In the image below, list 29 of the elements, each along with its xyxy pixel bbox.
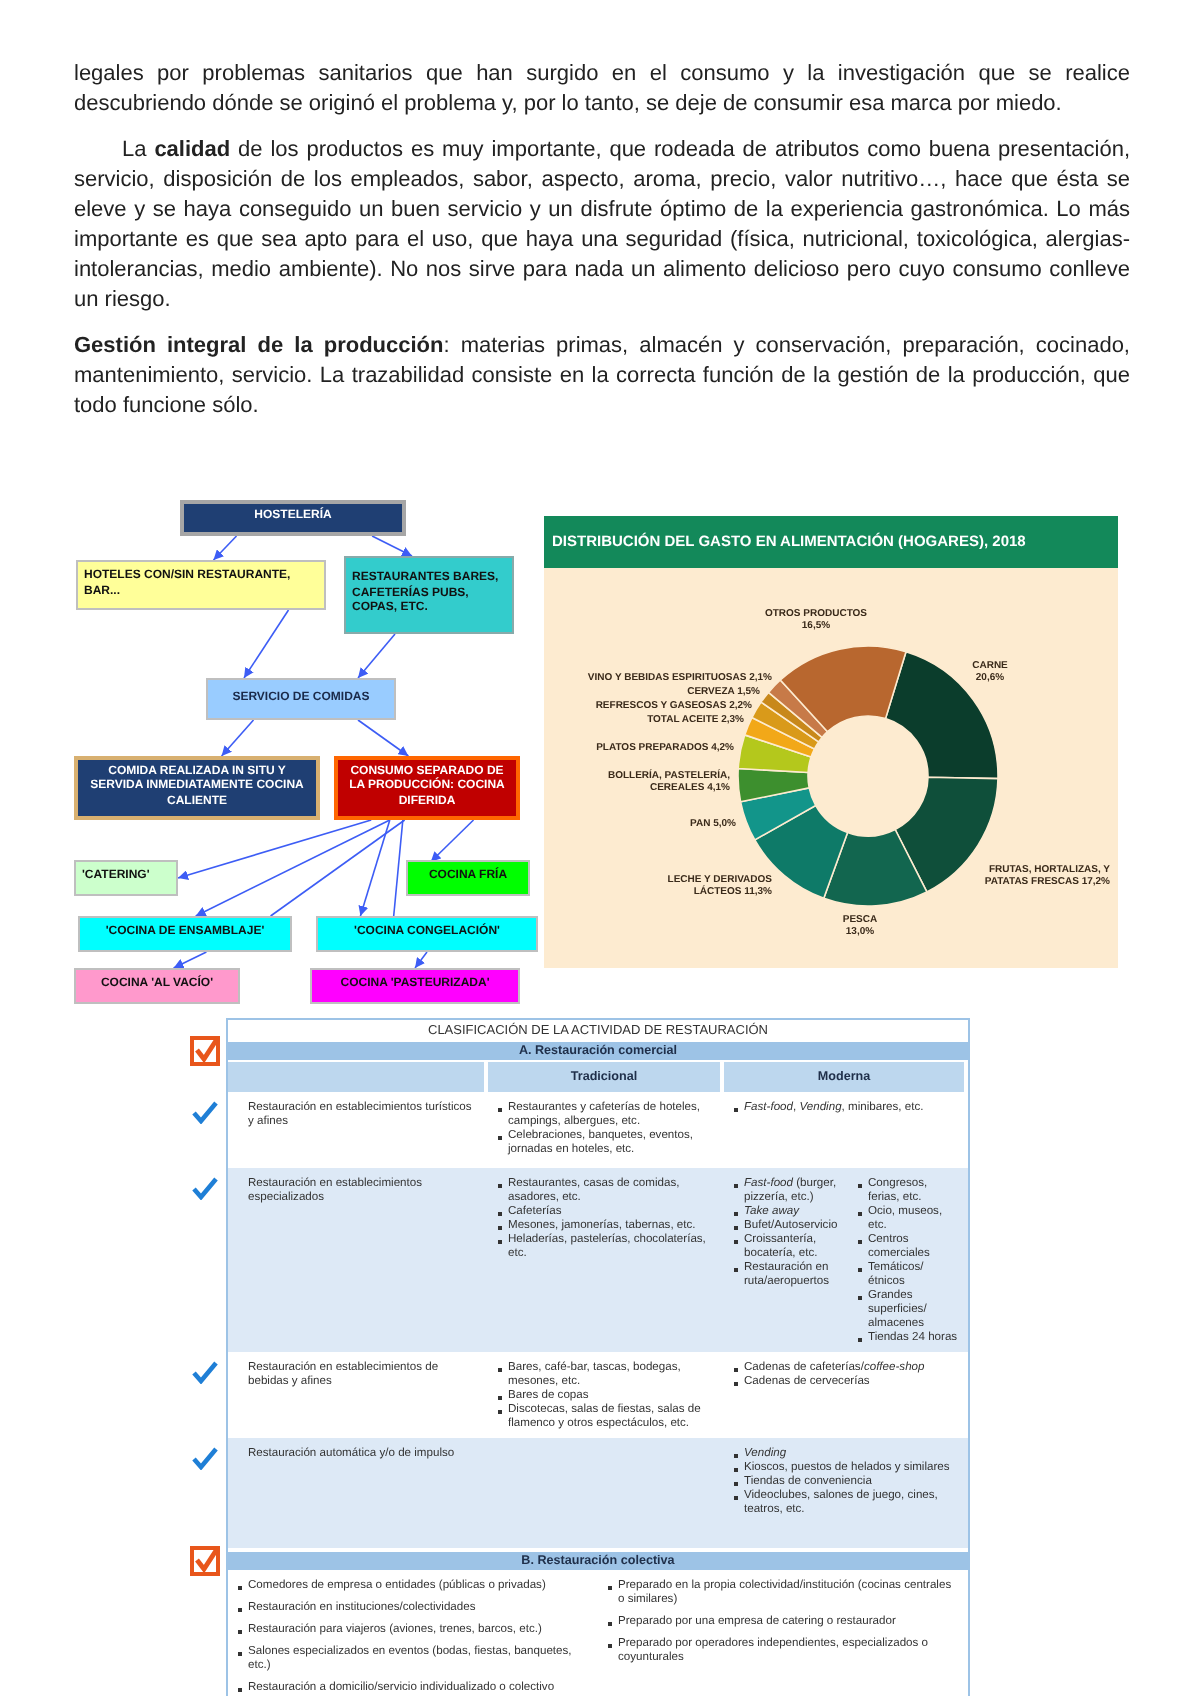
process-box [74, 860, 178, 896]
paragraph: legales por problemas sanitarios que han surgido en el consumo y la investigación que se realice descubriendo dónde se originó el problema y, por lo tanto, se deje de consumir esa marca por miedo. [74, 60, 1130, 120]
arrow [358, 819, 391, 917]
process-box [334, 756, 520, 820]
arrow [243, 609, 290, 679]
connector-line [392, 819, 404, 917]
paragraph: La calidad de los productos es muy importante, que rodeada de atributos como buena presentación, servicio, disposición de los empleados, sabor, aspecto, aroma, precio, valor nutritivo…, hace que ésta se eleve y se haya conseguido un buen servicio y un disfrute óptimo de la experiencia gastronómica. Lo más importante es que sea apto para el uso, que haya una seguridad (física, nutricional, toxicológica, alergias-intolerancias, medio ambiente). No nos sirve para nada un alimento delicioso pero cuyo consumo conlleve un riesgo. [74, 136, 1130, 316]
arrow [177, 819, 372, 880]
process-box [74, 756, 320, 820]
arrow [172, 951, 208, 969]
process-box [316, 916, 538, 952]
arrow [357, 633, 396, 679]
arrow [212, 535, 238, 561]
process-box [310, 968, 520, 1004]
process-box [76, 560, 326, 610]
connector-line [269, 819, 406, 917]
arrow [371, 535, 413, 557]
arrow [430, 819, 475, 863]
process-box [406, 860, 530, 896]
process-box [180, 500, 406, 536]
paragraph: Gestión integral de la producción: materias primas, almacén y conservación, preparación, cocinado, mantenimiento, servicio. La trazabilidad consiste en la correcta función de la gestión de la producción, que todo funcione sólo. [74, 332, 1130, 422]
arrow [194, 819, 391, 917]
process-box [344, 556, 514, 634]
arrow [357, 719, 410, 757]
arrow [414, 951, 428, 969]
process-box [74, 968, 240, 1004]
arrow [220, 719, 255, 757]
process-box [206, 678, 396, 720]
process-box [78, 916, 292, 952]
